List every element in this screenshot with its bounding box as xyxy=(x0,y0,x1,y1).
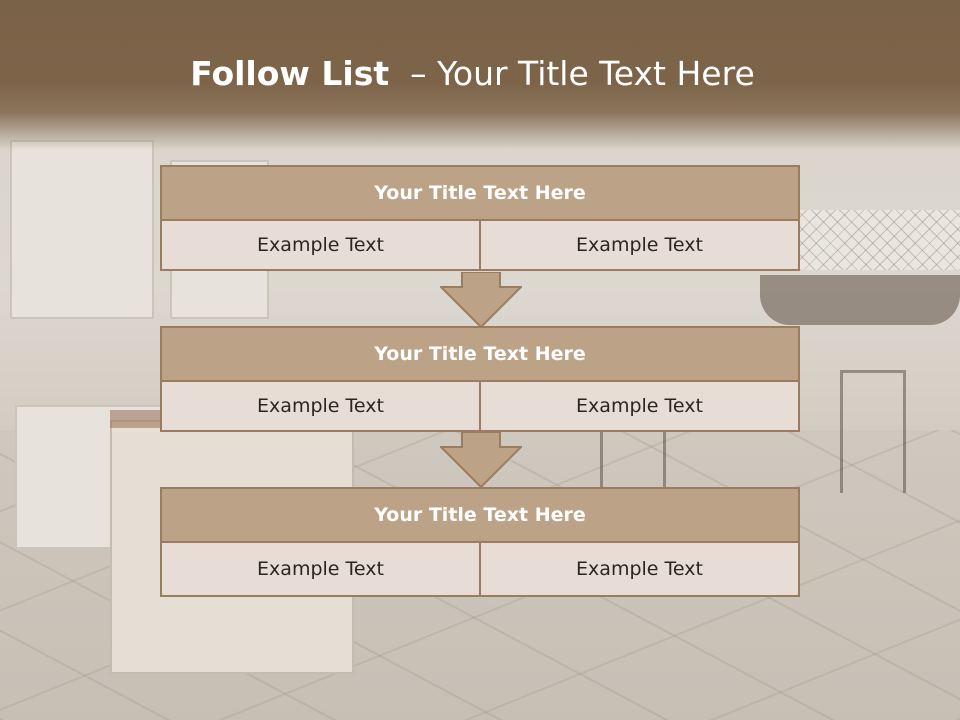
block-cell-right: Example Text xyxy=(481,543,800,597)
block-heading: Your Title Text Here xyxy=(160,326,800,382)
flow-block-1: Your Title Text Here Example Text Exampl… xyxy=(160,165,800,271)
title-bold: Follow List xyxy=(190,54,390,93)
upper-cabinet xyxy=(10,140,154,319)
block-cell-left: Example Text xyxy=(160,543,481,597)
page-title: Follow List – Your Title Text Here xyxy=(0,54,945,93)
block-cell-right: Example Text xyxy=(481,382,800,432)
title-rest: – Your Title Text Here xyxy=(389,54,755,93)
block-cell-left: Example Text xyxy=(160,221,481,271)
window-drape xyxy=(760,275,960,325)
down-arrow-icon xyxy=(440,272,522,328)
window-panes xyxy=(800,210,960,270)
block-row: Example Text Example Text xyxy=(160,543,800,597)
title-band xyxy=(0,0,960,150)
block-row: Example Text Example Text xyxy=(160,382,800,432)
flow-block-2: Your Title Text Here Example Text Exampl… xyxy=(160,326,800,432)
block-cell-left: Example Text xyxy=(160,382,481,432)
block-heading: Your Title Text Here xyxy=(160,487,800,543)
flow-block-3: Your Title Text Here Example Text Exampl… xyxy=(160,487,800,597)
down-arrow-icon xyxy=(440,432,522,488)
block-cell-right: Example Text xyxy=(481,221,800,271)
block-row: Example Text Example Text xyxy=(160,221,800,271)
dining-chair xyxy=(840,370,906,493)
block-heading: Your Title Text Here xyxy=(160,165,800,221)
